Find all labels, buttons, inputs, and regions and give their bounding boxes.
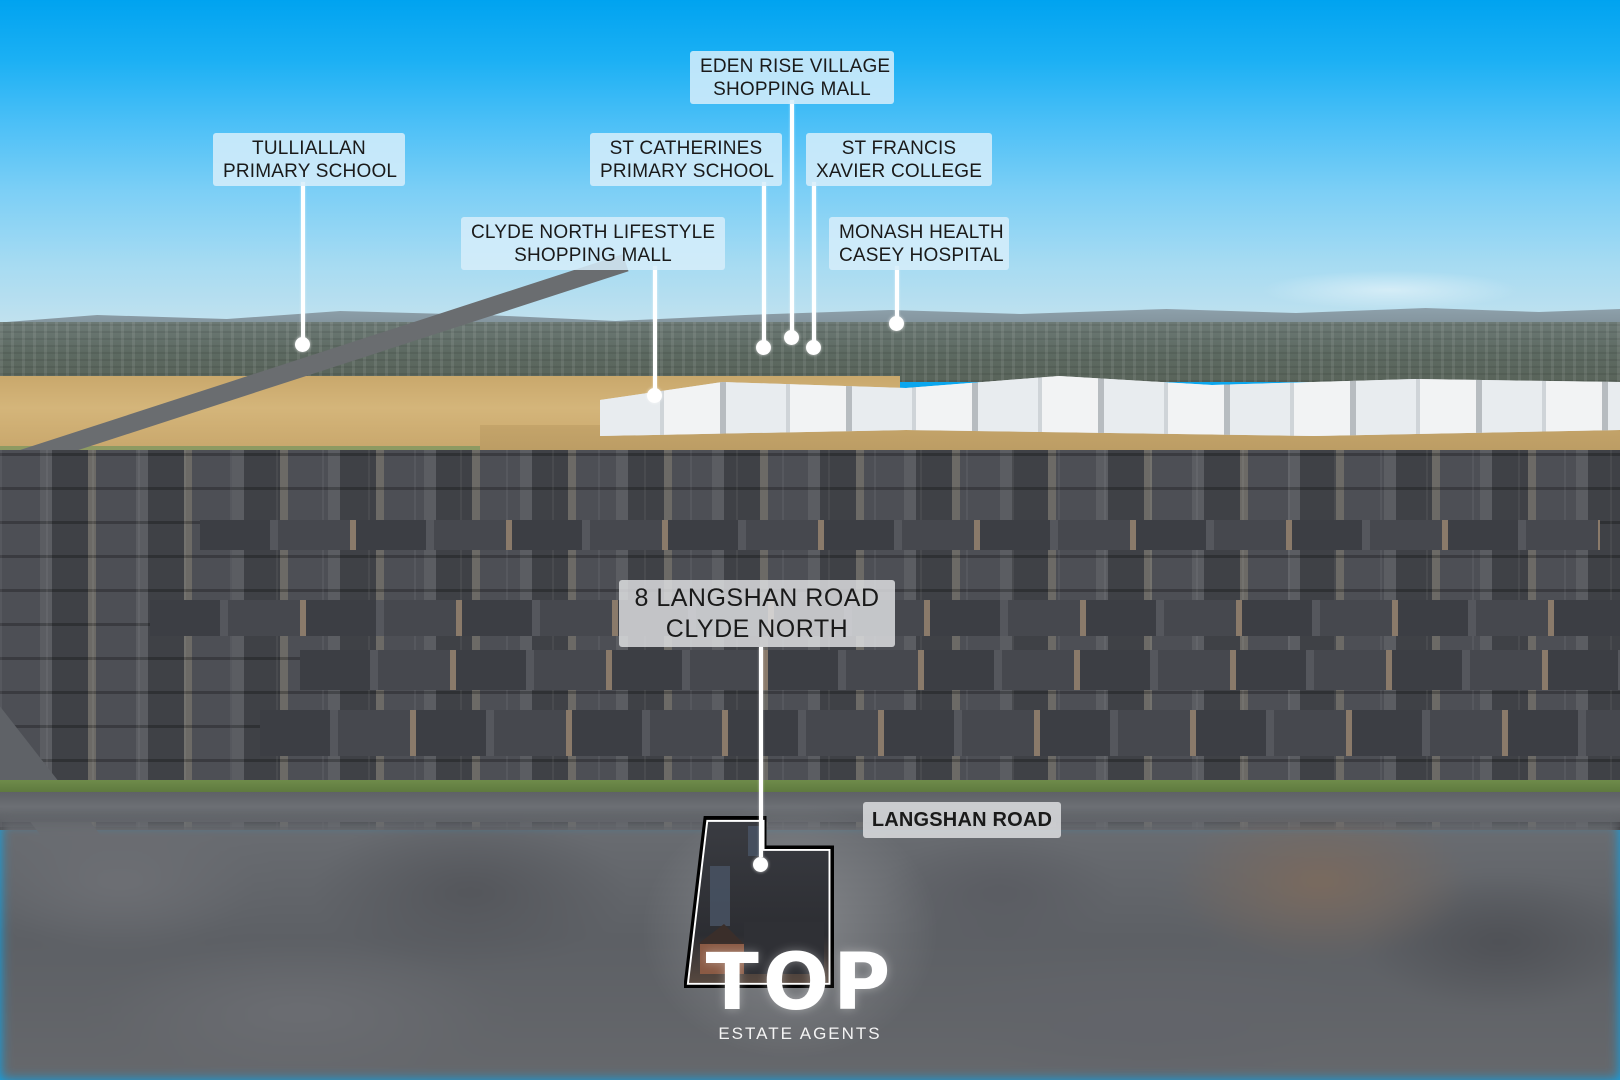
pin-dot-eden-rise [784,330,799,345]
housing-estate [0,450,1620,830]
pin-line-clyde-north-lifestyle [653,266,657,394]
label-eden-rise-village: EDEN RISE VILLAGE SHOPPING MALL [690,51,894,104]
brand-logo: TOP ESTATE AGENTS [680,938,920,1044]
house-row [200,520,1600,550]
label-line: ST FRANCIS [841,138,957,159]
pin-line-monash-health [895,266,899,320]
label-clyde-north-lifestyle-shopping-mall: CLYDE NORTH LIFESTYLE SHOPPING MALL [461,217,725,270]
pin-line-tulliallan [301,182,305,340]
pin-dot-property [753,857,768,872]
label-line: ST CATHERINES [609,138,763,159]
label-line: PRIMARY SCHOOL [600,161,775,182]
label-line: TULLIALLAN [252,138,366,159]
label-tulliallan-primary-school: TULLIALLAN PRIMARY SCHOOL [213,133,405,186]
label-line: CLYDE NORTH LIFESTYLE [471,222,716,243]
pin-dot-st-catherines [756,340,771,355]
pin-dot-st-francis [806,340,821,355]
label-st-francis-xavier-college: ST FRANCIS XAVIER COLLEGE [806,133,992,186]
pin-dot-tulliallan [295,337,310,352]
label-line: CASEY HOSPITAL [839,245,1004,266]
house-row [300,650,1620,690]
pin-dot-clyde-north-lifestyle [647,388,662,403]
property-address-label: 8 LANGSHAN ROAD CLYDE NORTH [619,580,895,647]
pin-line-property [759,647,763,857]
brand-wordmark: TOP [705,938,895,1028]
cloud [1260,270,1520,310]
pin-line-st-catherines [762,182,766,344]
label-st-catherines-primary-school: ST CATHERINES PRIMARY SCHOOL [590,133,782,186]
label-line: PRIMARY SCHOOL [223,161,398,182]
street-name: LANGSHAN ROAD [871,809,1053,831]
property-suburb-line: CLYDE NORTH [665,615,849,643]
nature-strip [0,780,1620,792]
house-row [260,710,1620,756]
label-line: XAVIER COLLEGE [816,161,983,182]
label-line: SHOPPING MALL [514,245,672,266]
street-name-label: LANGSHAN ROAD [863,802,1061,838]
pin-line-eden-rise [790,100,794,334]
label-line: SHOPPING MALL [713,79,871,100]
property-outline-icon [684,816,834,988]
label-line: MONASH HEALTH [839,222,1004,243]
label-monash-health-casey-hospital: MONASH HEALTH CASEY HOSPITAL [829,217,1009,270]
pin-dot-monash-health [889,316,904,331]
property-address-line: 8 LANGSHAN ROAD [634,584,880,612]
langshan-road [0,792,1620,822]
property-boundary[interactable] [684,816,834,988]
label-line: EDEN RISE VILLAGE [700,56,891,77]
industrial-area [600,376,1620,436]
brand-tagline: ESTATE AGENTS [718,1024,882,1043]
pin-line-st-francis [812,182,816,344]
